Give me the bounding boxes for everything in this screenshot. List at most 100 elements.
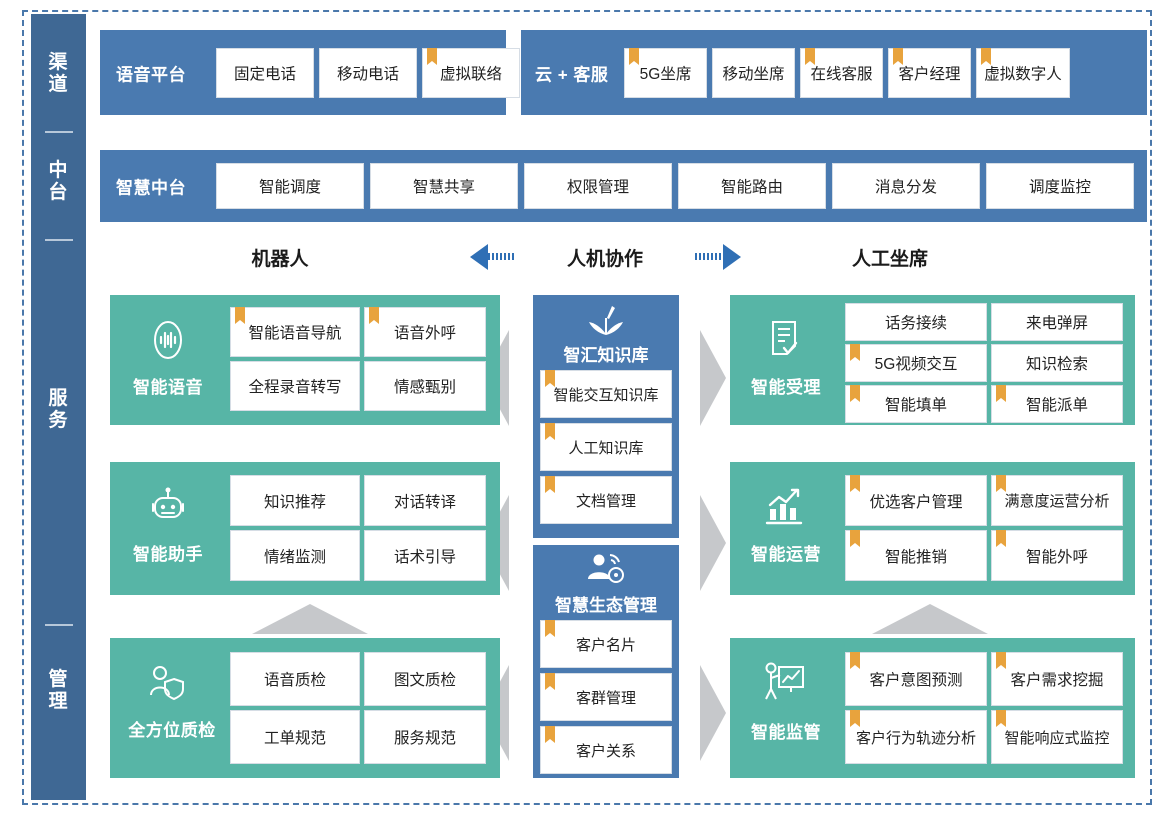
bookmark-flag-icon xyxy=(996,530,1006,547)
service-item[interactable]: 智能派单 xyxy=(991,385,1123,423)
group-title: 语音平台 xyxy=(116,65,186,84)
channel-item[interactable]: 固定电话 xyxy=(216,48,314,98)
service-item[interactable]: 客户需求挖掘 xyxy=(991,652,1123,706)
center-item[interactable]: 客户名片 xyxy=(540,620,672,668)
panel-title: 智慧生态管理 xyxy=(555,596,657,615)
item-label: 客户关系 xyxy=(575,742,636,760)
channel-item[interactable]: 客户经理 xyxy=(888,48,971,98)
service-item[interactable]: 情感甄别 xyxy=(364,361,486,411)
service-item[interactable]: 智能响应式监控 xyxy=(991,710,1123,764)
platform-item[interactable]: 消息分发 xyxy=(832,163,980,209)
service-item[interactable]: 话务接续 xyxy=(845,303,987,341)
bookmark-flag-icon xyxy=(805,48,815,65)
service-item[interactable]: 智能语音导航 xyxy=(230,307,360,357)
center-item[interactable]: 智能交互知识库 xyxy=(540,370,672,418)
panel-title: 智能监管 xyxy=(751,723,821,742)
sidebar-item-management: 管 理 xyxy=(31,669,86,713)
center-item[interactable]: 客户关系 xyxy=(540,726,672,774)
item-label: 虚拟联络 xyxy=(439,66,502,83)
bookmark-flag-icon xyxy=(996,475,1006,492)
item-label: 在线客服 xyxy=(810,66,873,83)
channel-group-voice-platform: 语音平台 固定电话 移动电话 虚拟联络 xyxy=(100,30,520,115)
triangle-up-icon xyxy=(872,604,988,634)
service-item[interactable]: 客户意图预测 xyxy=(845,652,987,706)
bookmark-flag-icon xyxy=(850,652,860,669)
sidebar-label-char: 渠 xyxy=(48,52,69,73)
service-item[interactable]: 满意度运营分析 xyxy=(991,475,1123,526)
arrow-left-tail xyxy=(488,253,516,260)
bookmark-flag-icon xyxy=(850,530,860,547)
chart-growth-icon xyxy=(760,484,808,530)
panel-title: 智能运营 xyxy=(751,545,821,564)
platform-item[interactable]: 智能路由 xyxy=(678,163,826,209)
panel-title: 智能语音 xyxy=(133,378,203,397)
item-label: 客户意图预测 xyxy=(869,672,963,689)
bookmark-flag-icon xyxy=(996,385,1006,402)
bookmark-flag-icon xyxy=(235,307,245,324)
item-label: 智慧共享 xyxy=(412,179,475,196)
channel-item[interactable]: 虚拟联络 xyxy=(422,48,520,98)
panel-title: 智能助手 xyxy=(133,545,203,564)
bookmark-flag-icon xyxy=(545,423,555,440)
channel-item[interactable]: 移动坐席 xyxy=(712,48,795,98)
item-label: 工单规范 xyxy=(263,730,326,747)
item-label: 移动电话 xyxy=(336,66,399,83)
person-network-icon xyxy=(583,551,629,589)
bookmark-flag-icon xyxy=(545,476,555,493)
item-label: 情感甄别 xyxy=(393,379,456,396)
service-item[interactable]: 对话转译 xyxy=(364,475,486,526)
service-item[interactable]: 语音质检 xyxy=(230,652,360,706)
service-item[interactable]: 智能推销 xyxy=(845,530,987,581)
item-label: 来电弹屏 xyxy=(1025,315,1088,332)
triangle-up-icon xyxy=(252,604,368,634)
channel-item[interactable]: 虚拟数字人 xyxy=(976,48,1070,98)
service-item[interactable]: 图文质检 xyxy=(364,652,486,706)
service-item[interactable]: 语音外呼 xyxy=(364,307,486,357)
service-item[interactable]: 工单规范 xyxy=(230,710,360,764)
voice-wave-icon xyxy=(144,317,192,363)
service-item[interactable]: 全程录音转写 xyxy=(230,361,360,411)
service-item[interactable]: 服务规范 xyxy=(364,710,486,764)
item-label: 消息分发 xyxy=(874,179,937,196)
service-item[interactable]: 智能外呼 xyxy=(991,530,1123,581)
service-item[interactable]: 5G视频交互 xyxy=(845,344,987,382)
item-label: 固定电话 xyxy=(233,66,296,83)
channel-item[interactable]: 5G坐席 xyxy=(624,48,707,98)
service-item[interactable]: 来电弹屏 xyxy=(991,303,1123,341)
center-item[interactable]: 人工知识库 xyxy=(540,423,672,471)
bookmark-flag-icon xyxy=(427,48,437,65)
service-item[interactable]: 知识检索 xyxy=(991,344,1123,382)
channel-item[interactable]: 移动电话 xyxy=(319,48,417,98)
service-item[interactable]: 智能填单 xyxy=(845,385,987,423)
service-item[interactable]: 知识推荐 xyxy=(230,475,360,526)
platform-item[interactable]: 智慧共享 xyxy=(370,163,518,209)
service-item[interactable]: 情绪监测 xyxy=(230,530,360,581)
item-label: 全程录音转写 xyxy=(248,379,342,396)
service-item[interactable]: 优选客户管理 xyxy=(845,475,987,526)
item-label: 5G坐席 xyxy=(639,66,692,83)
item-label: 客户名片 xyxy=(575,636,636,654)
service-item[interactable]: 话术引导 xyxy=(364,530,486,581)
center-item[interactable]: 客群管理 xyxy=(540,673,672,721)
service-item[interactable]: 客户行为轨迹分析 xyxy=(845,710,987,764)
bookmark-flag-icon xyxy=(850,475,860,492)
platform-item[interactable]: 智能调度 xyxy=(216,163,364,209)
presenter-board-icon xyxy=(758,658,810,706)
bookmark-flag-icon xyxy=(893,48,903,65)
item-label: 话务接续 xyxy=(884,315,947,332)
item-label: 知识推荐 xyxy=(263,493,326,511)
item-label: 优选客户管理 xyxy=(869,493,963,511)
stage-sidebar: 渠 道 中 台 服 务 管 理 xyxy=(31,14,86,800)
center-item[interactable]: 文档管理 xyxy=(540,476,672,524)
sidebar-divider xyxy=(45,239,73,241)
item-label: 智能交互知识库 xyxy=(553,386,659,404)
service-panel-quality-inspection: 全方位质检 语音质检 图文质检 工单规范 服务规范 xyxy=(110,638,500,778)
platform-item[interactable]: 权限管理 xyxy=(524,163,672,209)
robot-icon xyxy=(144,484,192,530)
channel-item[interactable]: 在线客服 xyxy=(800,48,883,98)
document-check-icon xyxy=(760,315,808,361)
platform-item[interactable]: 调度监控 xyxy=(986,163,1134,209)
service-panel-intelligent-acceptance: 智能受理 话务接续 来电弹屏 5G视频交互 知识检索 智能填单 智能派单 xyxy=(730,295,1135,425)
item-label: 对话转译 xyxy=(393,493,456,511)
sidebar-item-channel: 渠 道 xyxy=(31,52,86,96)
